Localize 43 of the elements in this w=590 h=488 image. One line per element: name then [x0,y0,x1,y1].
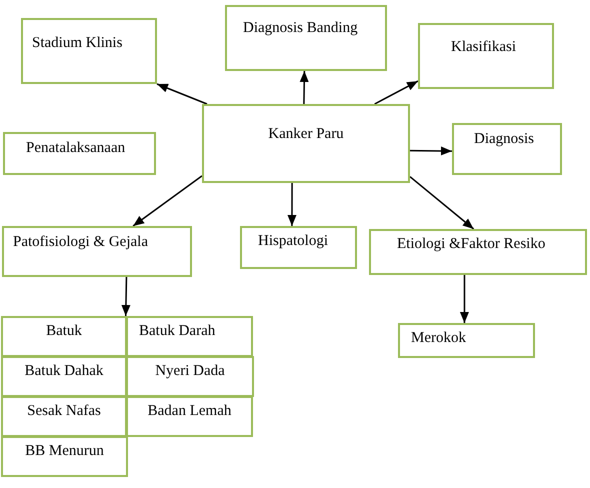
node-label: Batuk Darah [139,322,216,340]
arrow [287,183,296,226]
node-label: Penatalaksanaan [26,139,126,157]
process-box [418,23,554,89]
node-label: Badan Lemah [148,402,232,420]
process-box [240,226,357,269]
arrow [410,146,452,156]
process-box [126,396,253,437]
node-label: Kanker Paru [268,125,344,143]
node-label: BB Menurun [25,442,104,460]
node-label: Nyeri Dada [155,362,225,380]
process-box [225,5,387,71]
process-box [3,132,156,175]
process-box [1,436,128,477]
node-label: Sesak Nafas [27,402,101,420]
process-box [21,18,157,84]
process-box [398,323,535,358]
arrow [132,175,202,227]
arrow [410,176,474,230]
node-label: Merokok [411,329,466,347]
arrow [156,83,208,105]
arrow [300,70,309,104]
node-label: Hispatologi [258,232,328,250]
process-box [126,316,253,357]
process-box [1,316,127,357]
arrow [121,276,130,316]
arrow [374,80,418,105]
process-box [126,356,254,397]
node-label: Stadium Klinis [32,34,122,52]
process-box [1,396,127,437]
process-box [202,104,410,183]
node-label: Diagnosis Banding [243,19,358,37]
node-label: Patofisiologi & Gejala [13,233,148,251]
node-label: Etiologi &Faktor Resiko [397,235,546,253]
arrow [460,275,469,323]
node-label: Batuk Dahak [24,362,104,380]
process-box [2,226,192,277]
process-box [1,356,127,397]
node-label: Diagnosis [474,130,534,148]
process-box [369,229,587,275]
node-label: Klasifikasi [451,38,516,56]
node-label: Batuk [46,322,82,340]
process-box [452,123,562,175]
